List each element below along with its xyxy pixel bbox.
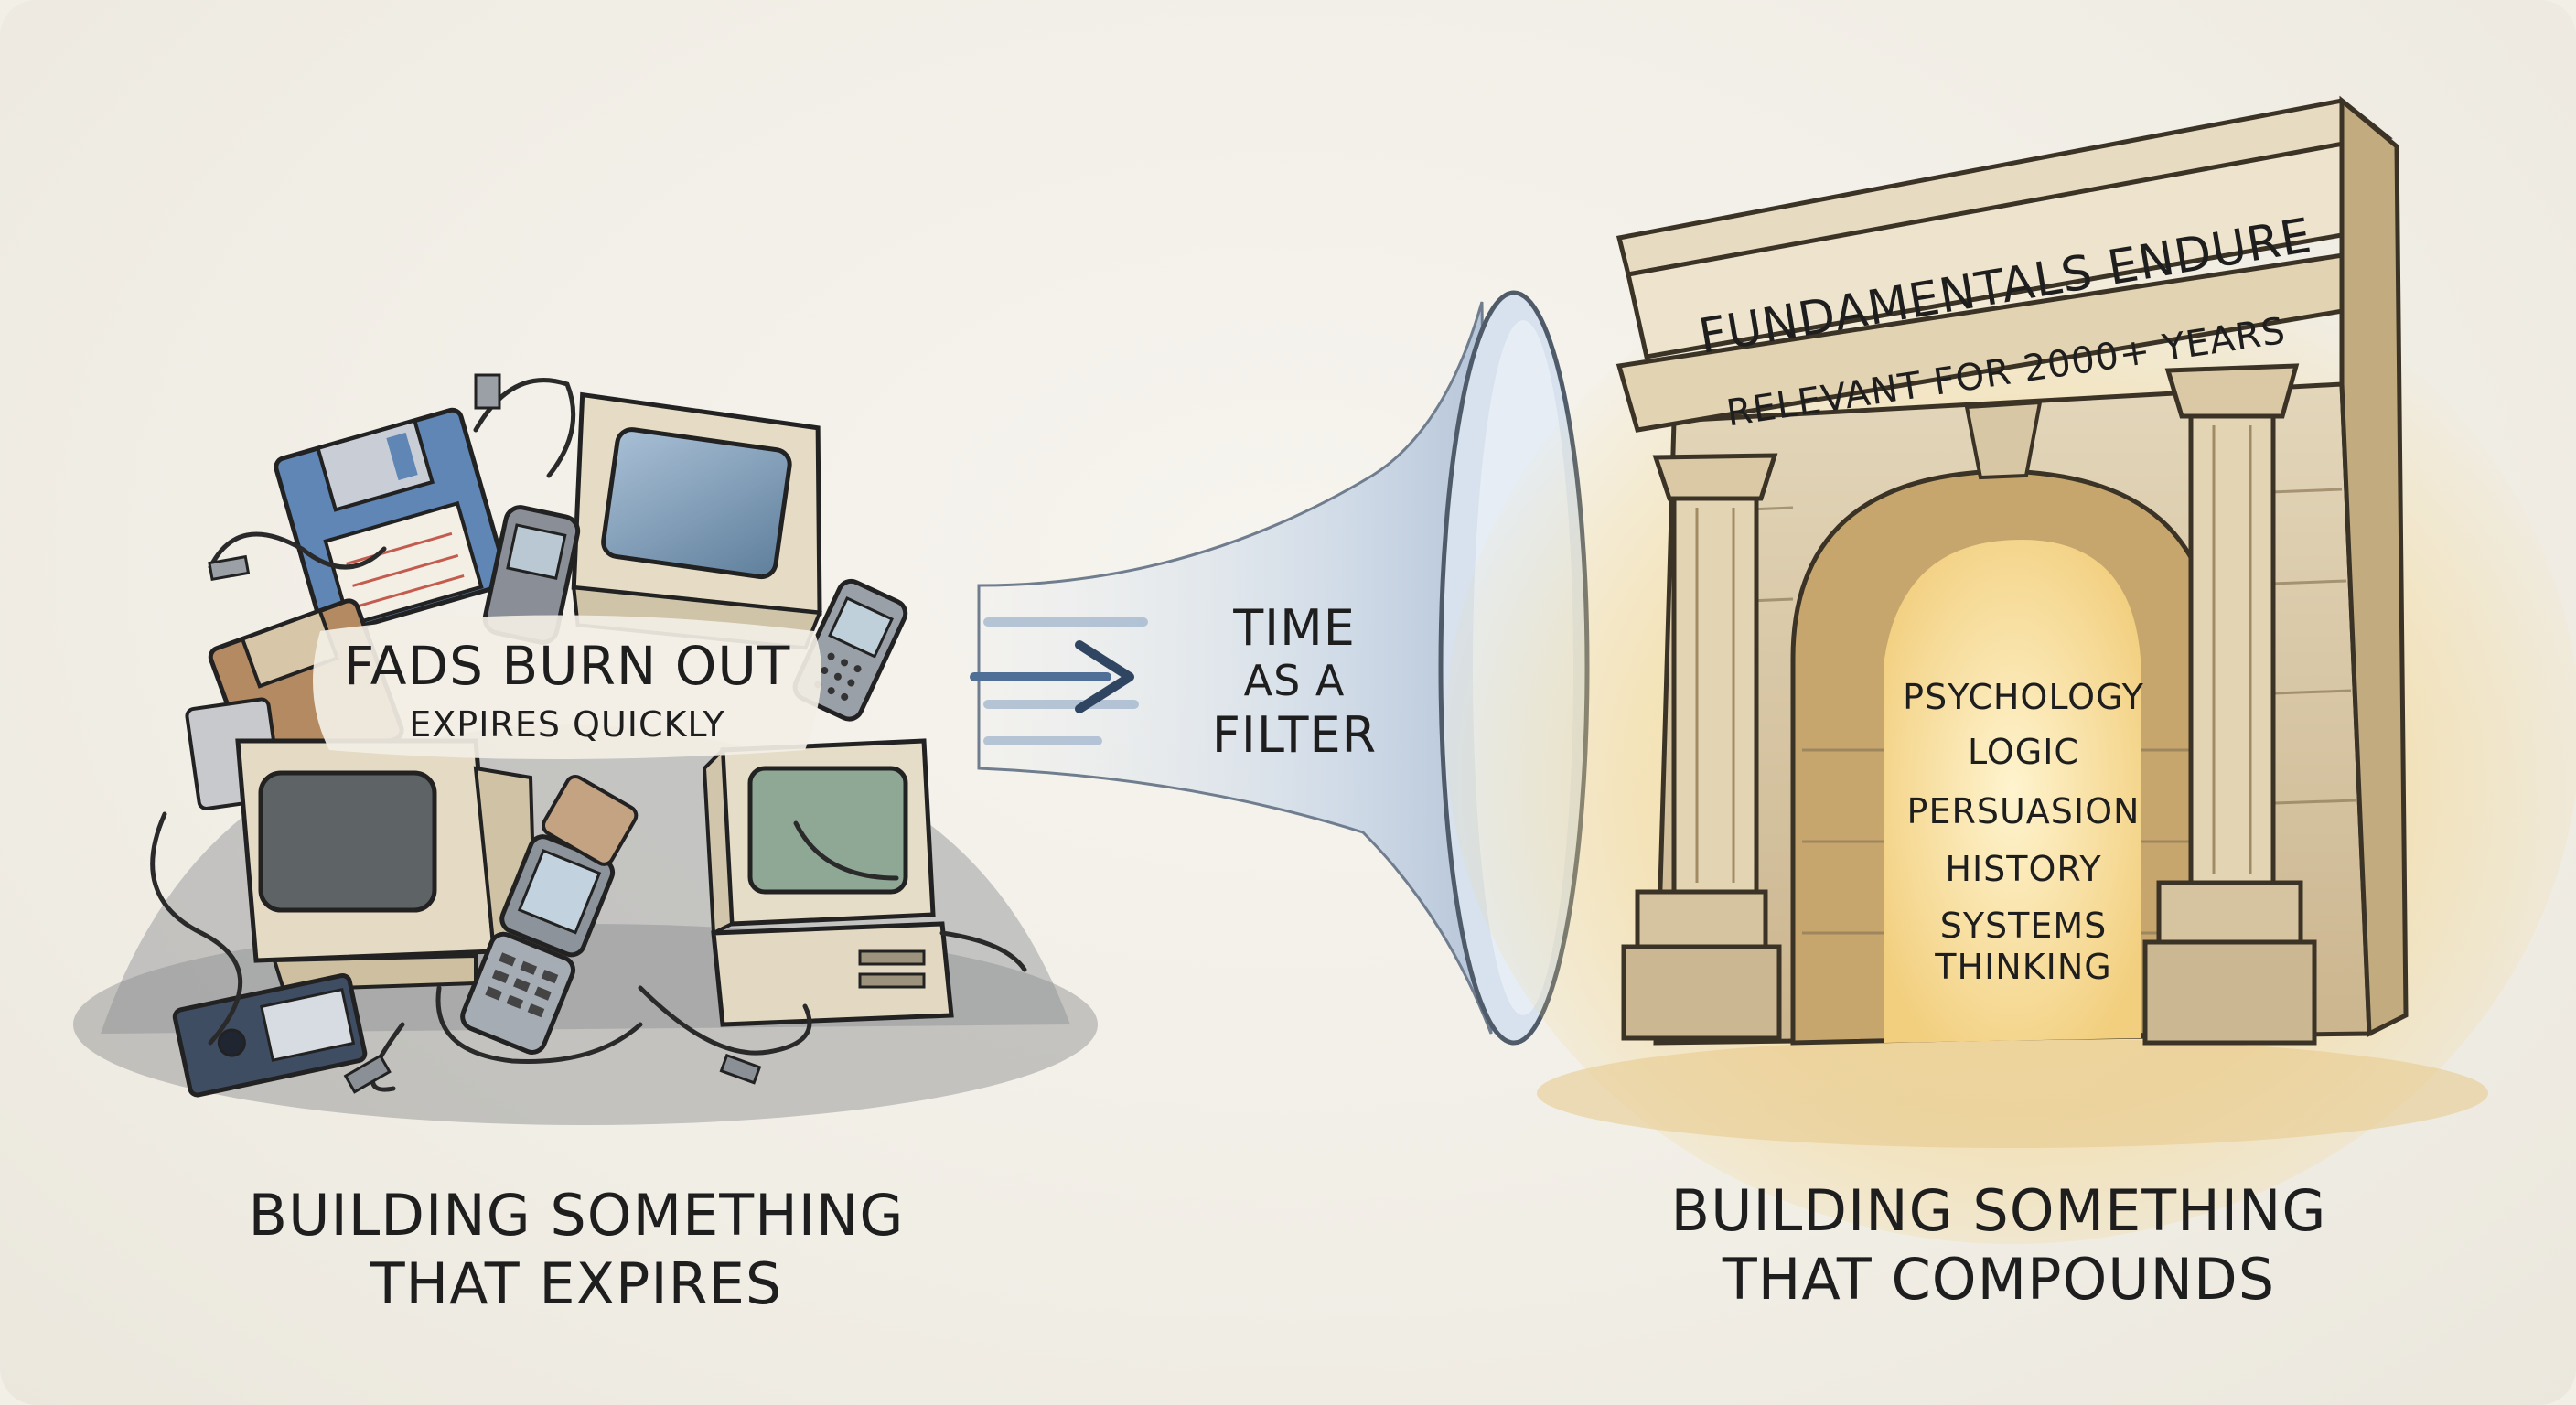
arrow-right-icon [970, 640, 1134, 713]
floppy-disk-icon [274, 407, 510, 638]
mobile-phone-icon [482, 505, 581, 645]
right-caption-line2: THAT COMPOUNDS [1722, 1246, 2275, 1313]
left-caption-line1: BUILDING SOMETHING [249, 1182, 905, 1249]
fundamental-item: PERSUASION [1907, 791, 2141, 831]
funnel-label-line1: TIME [1232, 599, 1356, 657]
fundamental-item: HISTORY [1945, 849, 2101, 889]
pager-icon [542, 775, 639, 866]
fundamental-item: THINKING [1934, 947, 2111, 987]
mobile-phone-icon [792, 578, 908, 722]
arch-inner-light [1884, 540, 2141, 1043]
tangled-cables [150, 378, 1027, 1092]
obsolete-tech-pile: FADS BURN OUT EXPIRES QUICKLY [73, 373, 1098, 1125]
flip-phone-icon [460, 834, 616, 1055]
fads-label: FADS BURN OUT EXPIRES QUICKLY [313, 615, 821, 759]
funnel-label-line2: AS A [1244, 656, 1346, 705]
left-column [1621, 453, 1782, 1041]
fundamental-item: SYSTEMS [1940, 906, 2108, 946]
arch-ground [1537, 1038, 2488, 1148]
plug-connector-icon [208, 373, 762, 1094]
arch-side-face [2339, 95, 2409, 1037]
crt-monitor-icon [702, 738, 936, 937]
fundamentals-list: PSYCHOLOGY LOGIC PERSUASION HISTORY SYST… [1903, 677, 2144, 987]
right-caption-line1: BUILDING SOMETHING [1671, 1177, 2327, 1244]
fads-subtitle: EXPIRES QUICKLY [409, 704, 725, 745]
fads-title: FADS BURN OUT [344, 635, 791, 697]
funnel-label-line3: FILTER [1212, 706, 1377, 764]
stone-arch: FUNDAMENTALS ENDURE RELEVANT FOR 2000+ Y… [1445, 95, 2576, 1244]
funnel-body [977, 301, 1493, 1035]
flow-streaks [983, 617, 1148, 745]
fundamental-item: LOGIC [1968, 732, 2079, 772]
fundamental-item: PSYCHOLOGY [1903, 677, 2144, 717]
keystone [1964, 400, 2043, 480]
right-column [2142, 363, 2317, 1046]
left-caption-line2: THAT EXPIRES [370, 1250, 783, 1317]
desktop-case-icon [711, 921, 954, 1027]
floppy-disk-icon [172, 972, 368, 1098]
